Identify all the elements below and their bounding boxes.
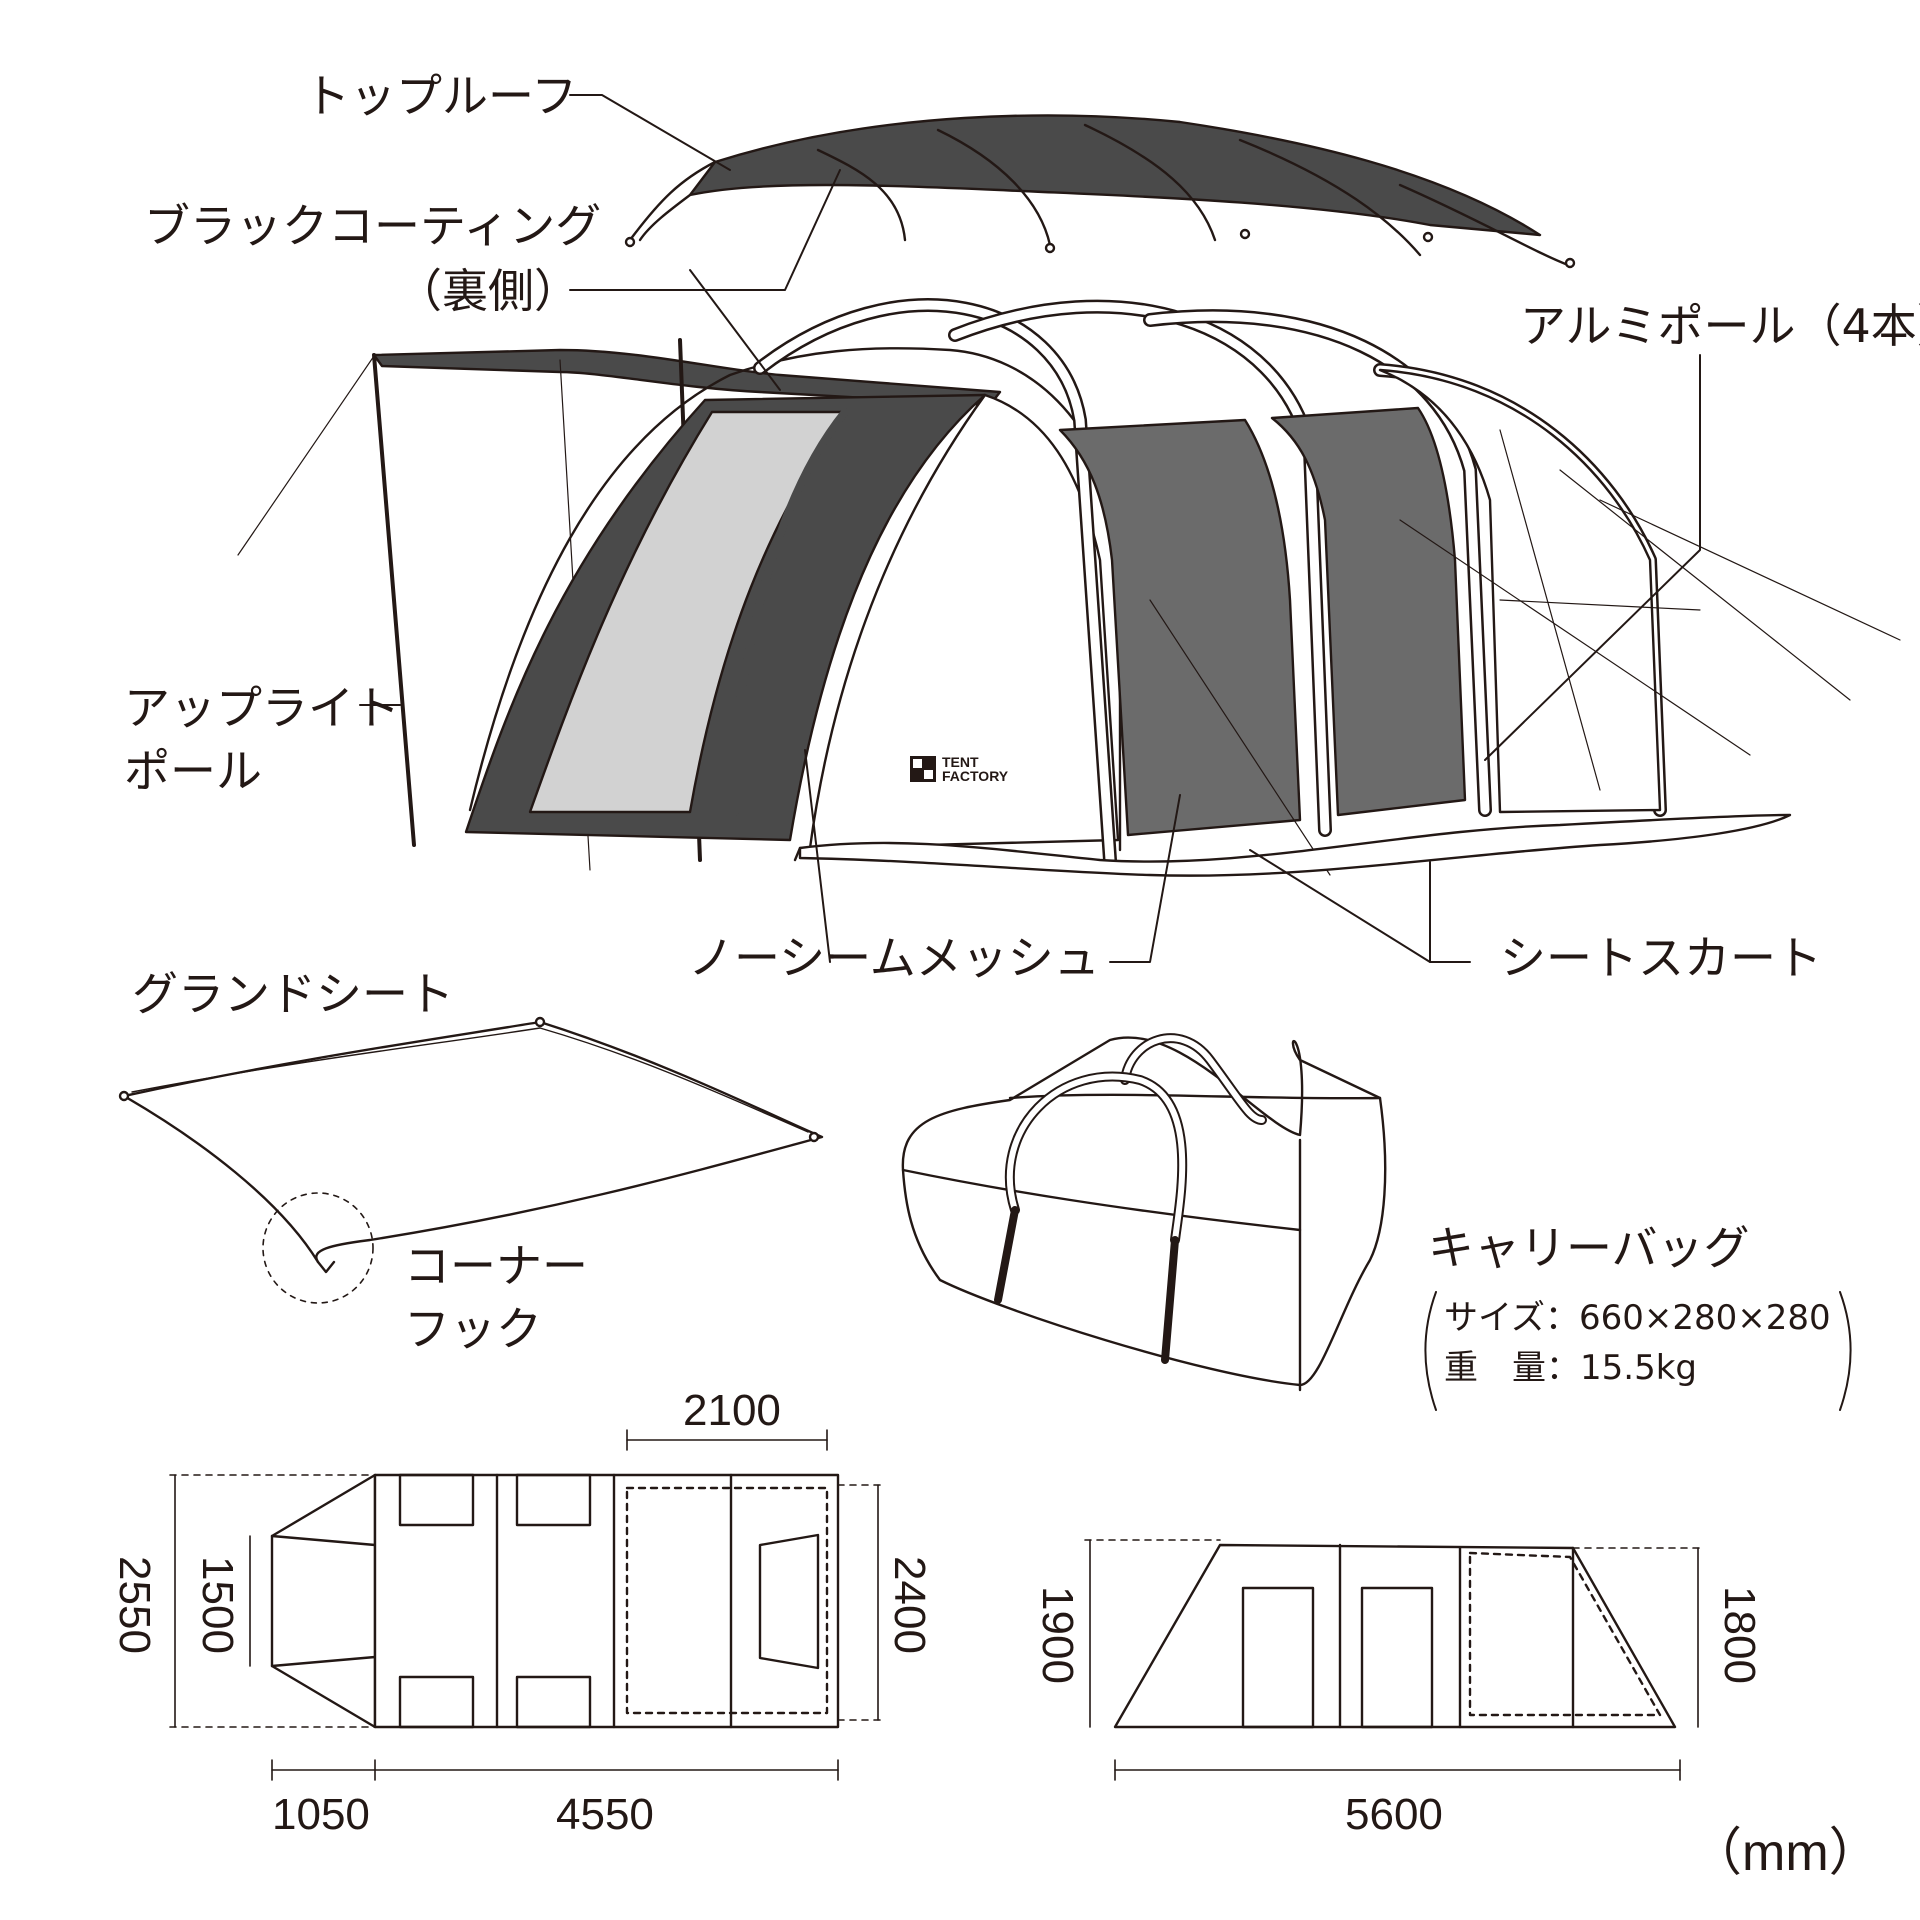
dim-top-width: 2100 xyxy=(683,1386,781,1435)
bag-size-spec: サイズ：660×280×280 xyxy=(1444,1298,1831,1338)
label-alu-pole: アルミポール（4本） xyxy=(1520,299,1920,353)
dim-bottom-mid: 4550 xyxy=(556,1790,654,1839)
label-top-roof: トップルーフ xyxy=(304,69,578,123)
brand-logo: TENT FACTORY xyxy=(910,755,1008,783)
label-no-seam-mesh: ノーシームメッシュ xyxy=(688,931,1100,985)
label-carry-bag: キャリーバッグ xyxy=(1428,1221,1750,1275)
label-black-coating-note: （裏側） xyxy=(396,264,580,318)
dim-left-total: 2550 xyxy=(109,1556,159,1654)
spec-bracket-left xyxy=(1424,1291,1437,1411)
bag-weight-spec: 重 量：15.5kg xyxy=(1444,1348,1697,1388)
ground-sheet-drawing xyxy=(118,1016,824,1304)
label-corner-hook-2: フック xyxy=(404,1302,542,1356)
dim-unit: （mm） xyxy=(1690,1824,1881,1882)
brand-logo-mark xyxy=(910,756,936,782)
brand-logo-line2: FACTORY xyxy=(942,768,1009,784)
brand-logo-line1: TENT xyxy=(942,754,979,770)
spec-bracket-right xyxy=(1839,1291,1852,1411)
dim-left-inner: 1500 xyxy=(192,1556,242,1654)
label-corner-hook: コーナー xyxy=(404,1239,588,1293)
leader-lines xyxy=(359,94,1701,963)
label-seat-skirt: シートスカート xyxy=(1500,931,1822,985)
dim-side-left: 1900 xyxy=(1032,1586,1082,1684)
dim-side-right: 1800 xyxy=(1714,1586,1764,1684)
floor-plan-drawing xyxy=(169,1429,881,1781)
main-tent-drawing xyxy=(237,298,1901,877)
dim-side-length: 5600 xyxy=(1345,1790,1443,1839)
label-ground-sheet: グランドシート xyxy=(132,967,454,1021)
top-roof-drawing xyxy=(624,114,1576,269)
dim-bottom-left: 1050 xyxy=(272,1790,370,1839)
carry-bag-drawing xyxy=(901,1033,1387,1392)
label-upright-pole: アップライト xyxy=(124,681,400,735)
label-black-coating: ブラックコーティング xyxy=(144,199,602,253)
label-upright-pole-2: ポール xyxy=(124,744,262,798)
side-view-drawing xyxy=(1084,1539,1701,1781)
dim-right-height: 2400 xyxy=(884,1556,934,1654)
